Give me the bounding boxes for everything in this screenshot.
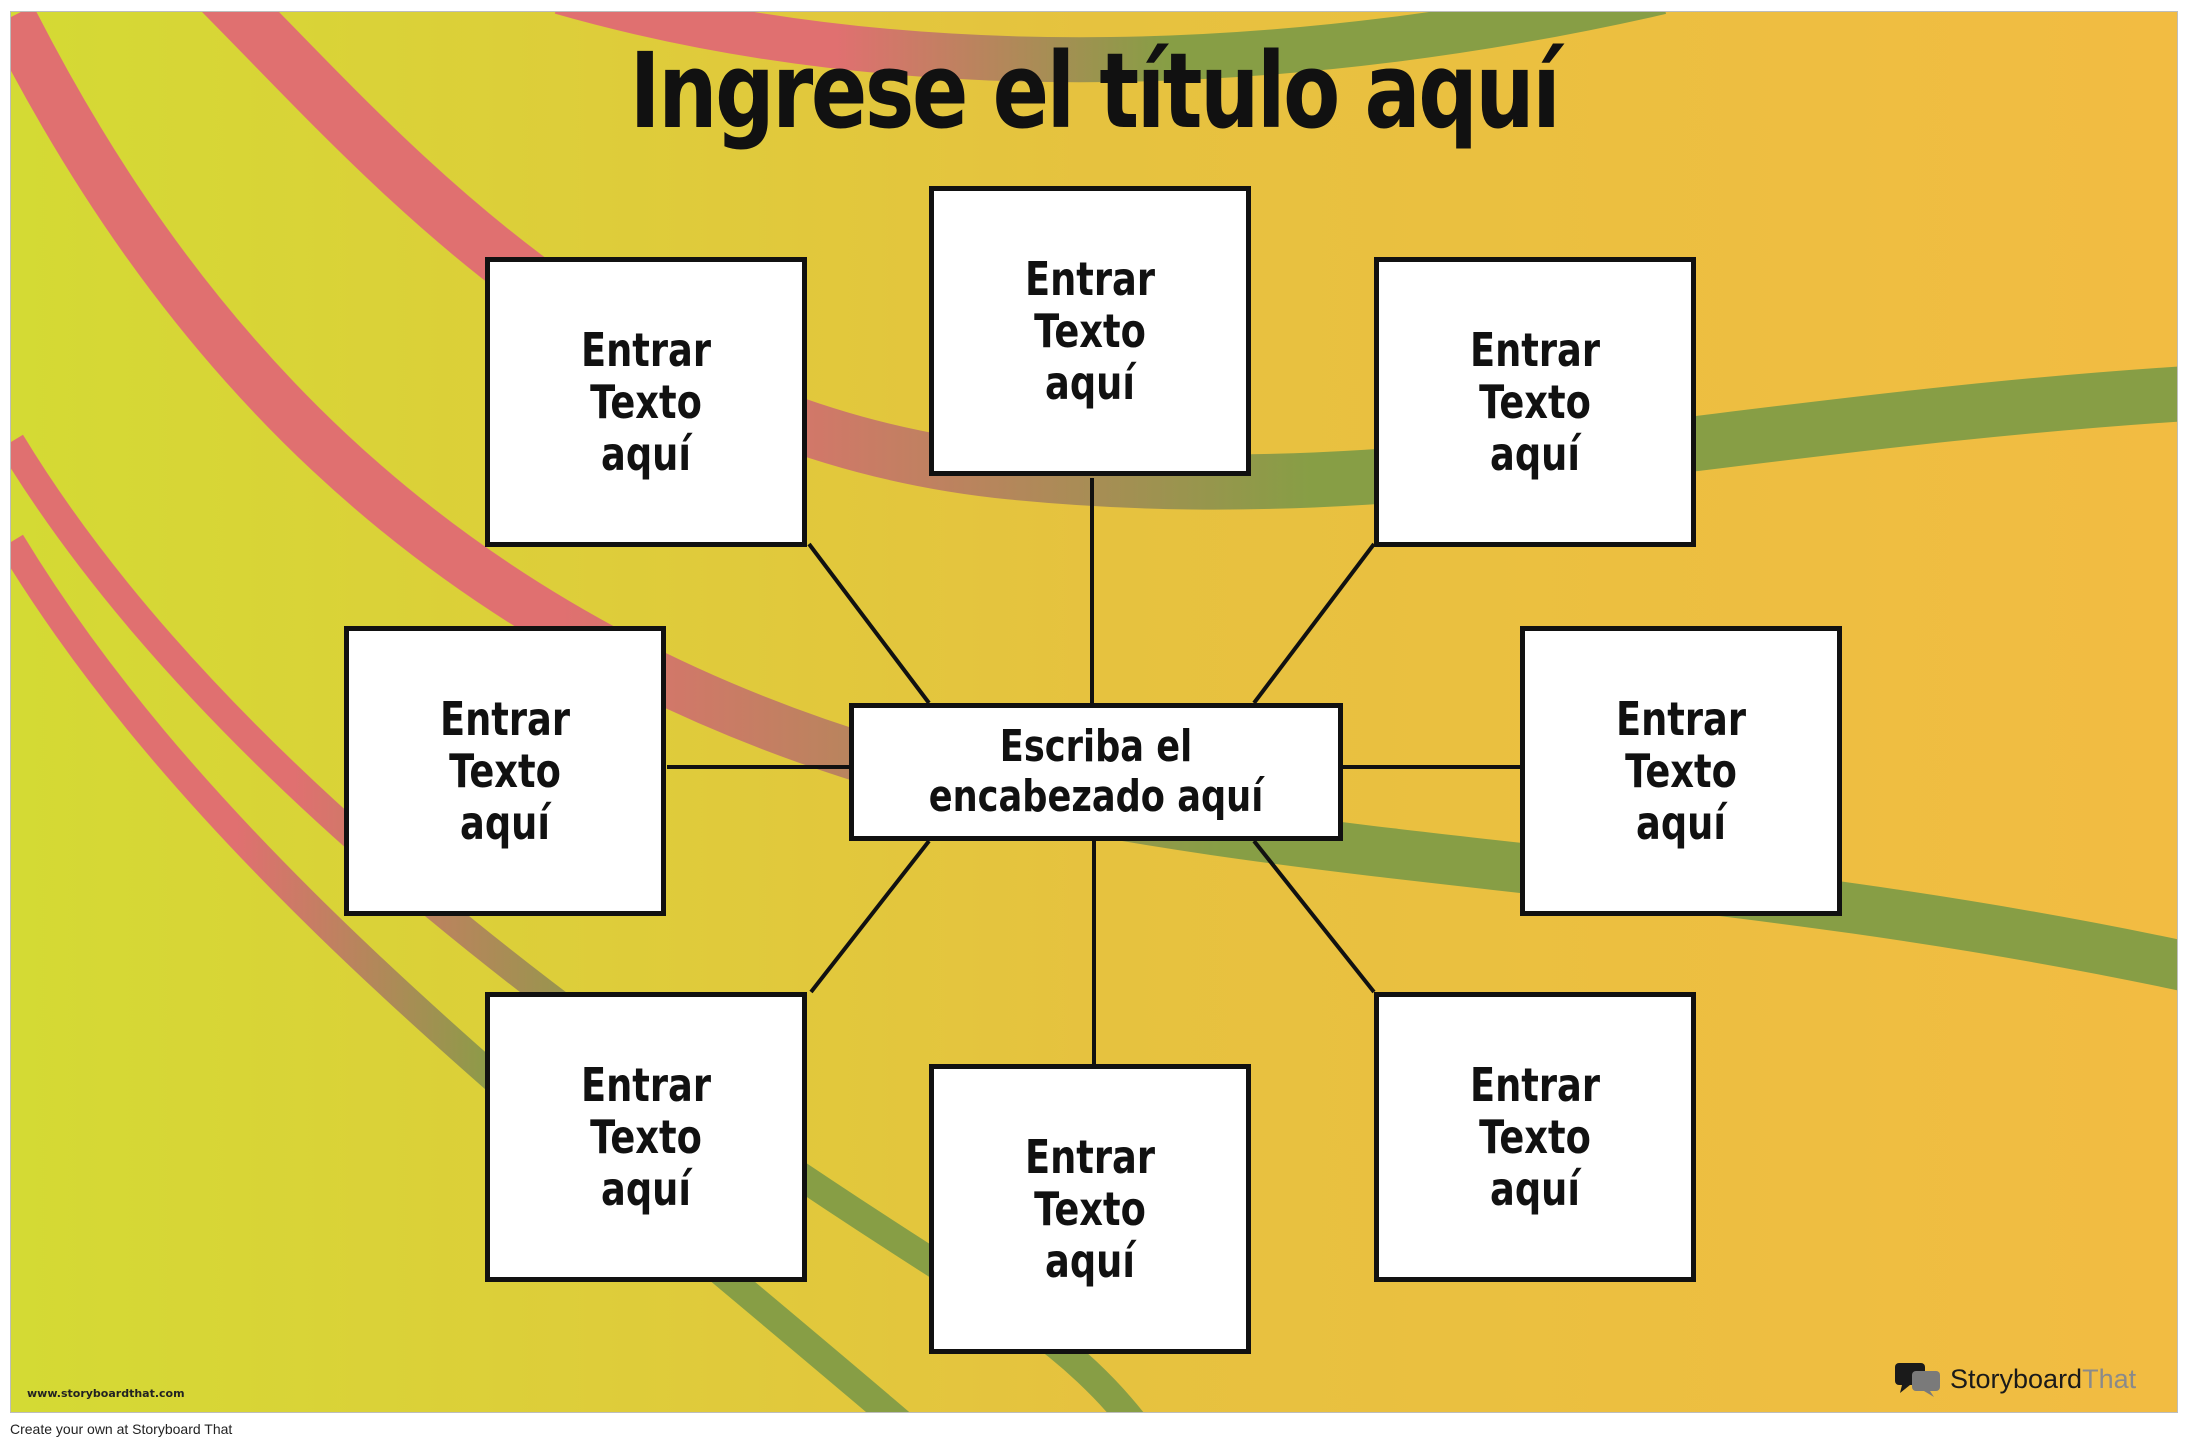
logo-wordmark: StoryboardThat xyxy=(1950,1364,2136,1395)
text-box-bottom-left[interactable]: Entrar Texto aquí xyxy=(485,992,807,1282)
connector-lines xyxy=(667,478,1523,1064)
text-box-label: Entrar Texto aquí xyxy=(1615,692,1747,850)
text-box-top-right[interactable]: Entrar Texto aquí xyxy=(1374,257,1696,547)
text-box-left[interactable]: Entrar Texto aquí xyxy=(344,626,666,916)
logo-name-bold: Storyboard xyxy=(1950,1363,2083,1394)
storyboardthat-logo[interactable]: StoryboardThat xyxy=(1894,1359,2136,1399)
text-box-label: Entrar Texto aquí xyxy=(1024,252,1156,410)
text-box-top-left[interactable]: Entrar Texto aquí xyxy=(485,257,807,547)
connector-bottom-left xyxy=(809,839,931,994)
text-box-label: Entrar Texto aquí xyxy=(1469,323,1601,481)
center-heading-label: Escriba el encabezado aquí xyxy=(928,721,1264,822)
text-box-label: Entrar Texto aquí xyxy=(439,692,571,850)
logo-name-light: That xyxy=(2082,1363,2137,1394)
text-box-label: Entrar Texto aquí xyxy=(1024,1130,1156,1288)
connector-top-left xyxy=(807,542,931,705)
text-box-bottom[interactable]: Entrar Texto aquí xyxy=(929,1064,1251,1354)
text-box-label: Entrar Texto aquí xyxy=(1469,1058,1601,1216)
text-box-right[interactable]: Entrar Texto aquí xyxy=(1520,626,1842,916)
text-box-bottom-right[interactable]: Entrar Texto aquí xyxy=(1374,992,1696,1282)
text-box-label: Entrar Texto aquí xyxy=(580,1058,712,1216)
website-url: www.storyboardthat.com xyxy=(27,1387,185,1400)
stripe-lower-2 xyxy=(11,534,910,1412)
footer-credit[interactable]: Create your own at Storyboard That xyxy=(10,1421,233,1437)
text-box-label: Entrar Texto aquí xyxy=(580,323,712,481)
poster-title[interactable]: Ingrese el título aquí xyxy=(629,30,1561,152)
connector-top-right xyxy=(1252,542,1376,705)
connector-bottom-right xyxy=(1252,839,1376,994)
speech-bubbles-icon xyxy=(1895,1363,1940,1397)
poster: Ingrese el título aquí Entrar Texto aquí… xyxy=(10,11,2178,1413)
center-heading-box[interactable]: Escriba el encabezado aquí xyxy=(849,703,1343,841)
stripe-top xyxy=(554,12,1667,83)
text-box-top[interactable]: Entrar Texto aquí xyxy=(929,186,1251,476)
